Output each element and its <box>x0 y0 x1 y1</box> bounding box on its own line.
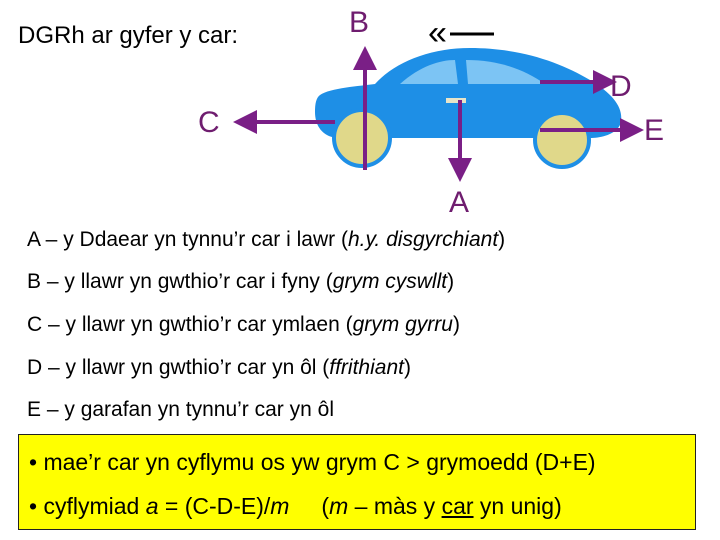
label-b: B <box>349 6 370 39</box>
description-e: E – y garafan yn tynnu’r car yn ôl <box>27 398 334 421</box>
description-a: A – y Ddaear yn tynnu’r car i lawr (h.y.… <box>27 228 506 251</box>
car-door-handle <box>446 98 466 103</box>
car-wheel-front <box>332 108 392 168</box>
label-c: C <box>198 106 220 139</box>
summary-line-1: • mae’r car yn cyflymu os yw grym C > gr… <box>29 449 596 475</box>
label-d: D <box>610 70 632 103</box>
car-window-rear <box>466 60 545 84</box>
label-a: A <box>449 186 470 219</box>
description-b: B – y llawr yn gwthio’r car i fyny (grym… <box>27 270 455 293</box>
summary-line-2: • cyflymiad a = (C-D-E)/m (m – màs y car… <box>29 493 562 519</box>
car-body <box>315 48 622 138</box>
motion-arrow-head: « <box>428 14 447 52</box>
description-d: D – y llawr yn gwthio’r car yn ôl (ffrit… <box>27 356 411 379</box>
description-c: C – y llawr yn gwthio’r car ymlaen (grym… <box>27 313 460 336</box>
label-e: E <box>644 114 665 147</box>
diagram-title: DGRh ar gyfer y car: <box>18 22 239 49</box>
summary-box: • mae’r car yn cyflymu os yw grym C > gr… <box>18 434 696 530</box>
car-window-front <box>400 60 458 84</box>
car-wheel-rear <box>533 111 591 169</box>
